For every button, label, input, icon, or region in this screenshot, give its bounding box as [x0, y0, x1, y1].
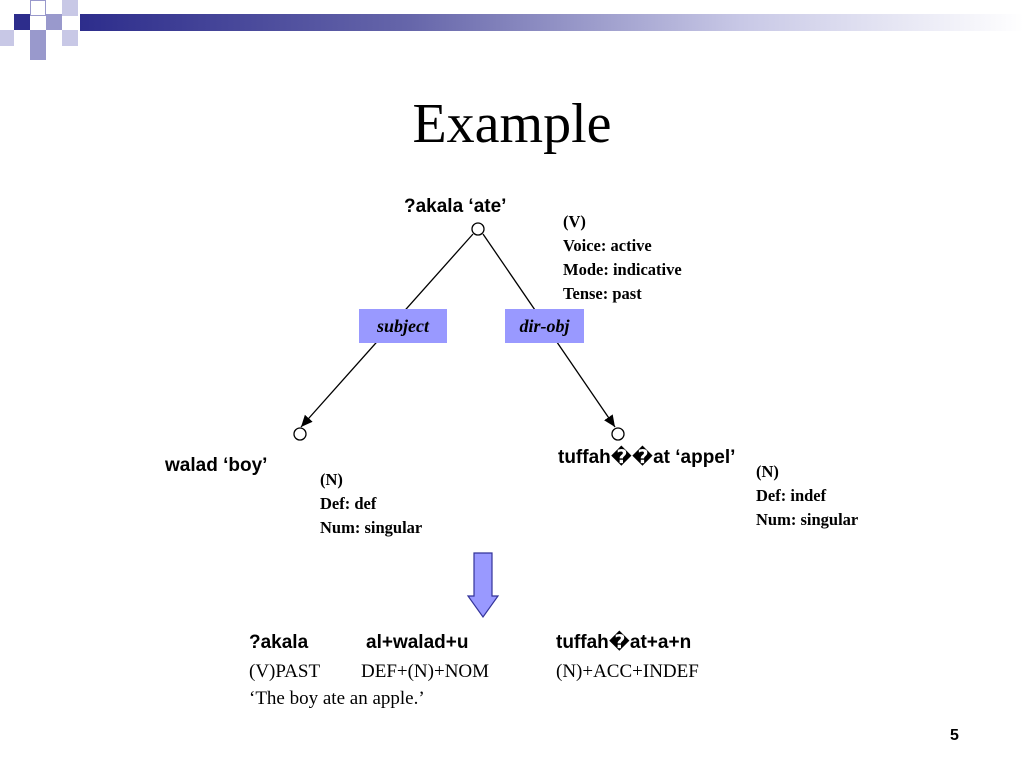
- root-feature: (V): [563, 212, 586, 231]
- slide-title: Example: [412, 93, 612, 155]
- output-gloss: DEF+(N)+NOM: [361, 661, 490, 682]
- root-feature: Mode: indicative: [563, 260, 682, 279]
- output-word: tuffah�at+a+n: [556, 632, 692, 653]
- output-gloss: (N)+ACC+INDEF: [556, 661, 699, 682]
- output-word: al+walad+u: [366, 632, 469, 653]
- left-feature: (N): [320, 470, 343, 489]
- relation-subject-label: subject: [359, 309, 447, 343]
- output-word: ?akala: [249, 632, 309, 653]
- left-feature: Def: def: [320, 494, 377, 513]
- root-feature: Tense: past: [563, 284, 642, 303]
- root-node: [471, 222, 485, 236]
- down-arrow-icon: [466, 552, 500, 619]
- root-feature: Voice: active: [563, 236, 652, 255]
- root-features: (V) Voice: active Mode: indicative Tense…: [563, 210, 682, 306]
- output-translation: ‘The boy ate an apple.’: [249, 688, 425, 709]
- output-gloss: (V)PAST: [249, 661, 321, 682]
- right-feature: Def: indef: [756, 486, 827, 505]
- right-child-features: (N) Def: indef Num: singular: [756, 460, 858, 532]
- left-node: [293, 427, 307, 441]
- right-feature: (N): [756, 462, 779, 481]
- right-node: [611, 427, 625, 441]
- left-feature: Num: singular: [320, 518, 423, 537]
- left-child-word: walad ‘boy’: [165, 455, 268, 476]
- left-child-features: (N) Def: def Num: singular: [320, 468, 422, 540]
- right-child-word: tuffah��at ‘appel’: [558, 447, 736, 468]
- page-number: 5: [950, 727, 959, 744]
- root-word: ?akala ‘ate’: [404, 196, 507, 217]
- relation-dir-obj-label: dir-obj: [505, 309, 584, 343]
- header-gradient-bar: [80, 14, 1024, 31]
- right-feature: Num: singular: [756, 510, 859, 529]
